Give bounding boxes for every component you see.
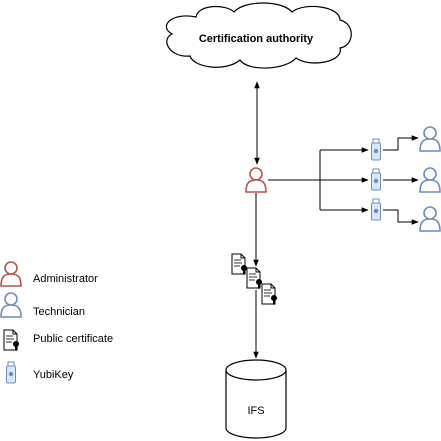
legend-item-technician: Technician [0,292,85,318]
ifs-label: IFS [247,405,264,417]
yubikey-icon [371,168,381,191]
administrator-icon [0,261,22,287]
legend-label-technician: Technician [33,306,85,318]
certificate-icon [261,283,278,306]
administrator-icon [245,167,267,193]
certification-authority-label: Certification authority [199,33,314,45]
yubikey-icon [6,361,16,384]
technician-branch-2 [320,167,441,193]
legend-label-certificate: Public certificate [33,333,113,345]
certificate-icon [3,329,20,352]
legend: Administrator Technician Public certific… [0,261,113,384]
legend-label-administrator: Administrator [33,273,98,285]
certificates-stack [231,253,278,306]
technician-icon [419,126,441,152]
certificate-icon [231,253,248,276]
legend-item-certificate: Public certificate [3,329,113,352]
certification-authority-cloud: Certification authority [165,2,352,69]
technician-branch-1 [320,126,441,161]
legend-label-yubikey: YubiKey [33,369,74,381]
ifs-storage-cylinder: IFS [225,359,287,439]
legend-item-yubikey: YubiKey [6,361,74,384]
certificate-icon [246,267,263,290]
technician-icon [0,292,22,318]
technician-branch-3 [320,198,441,232]
technician-icon [419,167,441,193]
yubikey-icon [371,138,381,161]
legend-item-administrator: Administrator [0,261,98,287]
technician-icon [419,206,441,232]
yubikey-icon [371,198,381,221]
